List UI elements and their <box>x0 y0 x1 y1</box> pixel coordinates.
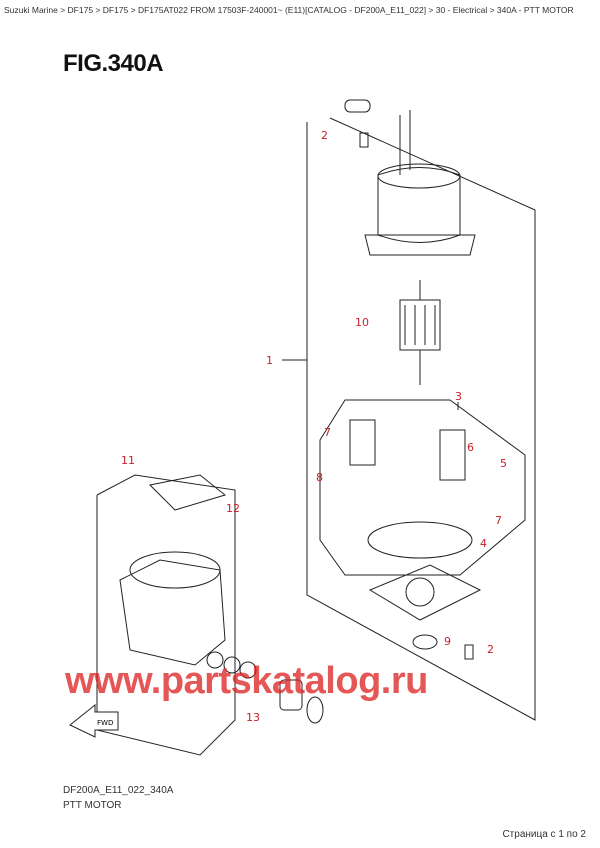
callout: 13 <box>246 711 260 724</box>
motor-housing <box>344 99 476 256</box>
callout: 7 <box>324 426 331 439</box>
fwd-label: FWD <box>97 719 113 727</box>
caption: PTT MOTOR <box>63 800 122 811</box>
callout: 6 <box>467 441 474 454</box>
callout: 1 <box>266 354 273 367</box>
screw-2b <box>464 644 474 660</box>
callout: 4 <box>480 537 487 550</box>
group-1-frame <box>306 117 536 721</box>
callout: 3 <box>455 390 462 403</box>
callout-labels: 2 10 1 3 7 6 5 8 11 12 7 4 9 2 13 <box>121 129 507 724</box>
seal-9 <box>412 634 438 650</box>
screw-2a <box>359 132 369 148</box>
callout: 5 <box>500 457 507 470</box>
callout: 2 <box>487 643 494 656</box>
pagination[interactable]: Страница с 1 по 2 <box>502 829 586 840</box>
breadcrumb[interactable]: Suzuki Marine > DF175 > DF175 > DF175AT0… <box>4 5 574 15</box>
callout: 7 <box>495 514 502 527</box>
figure-title: FIG.340A <box>63 50 164 77</box>
brush-holder <box>349 419 482 621</box>
drawing-code: DF200A_E11_022_340A <box>63 785 174 796</box>
callout: 11 <box>121 454 135 467</box>
callout: 10 <box>355 316 369 329</box>
callout: 8 <box>316 471 323 484</box>
fwd-arrow-icon: FWD <box>69 703 119 738</box>
pump-body <box>119 474 324 724</box>
callout: 2 <box>321 129 328 142</box>
watermark: www.partskatalog.ru <box>65 660 428 702</box>
group-3-frame <box>319 399 526 576</box>
callout: 9 <box>444 635 451 648</box>
callout: 12 <box>226 502 240 515</box>
armature <box>399 280 441 385</box>
